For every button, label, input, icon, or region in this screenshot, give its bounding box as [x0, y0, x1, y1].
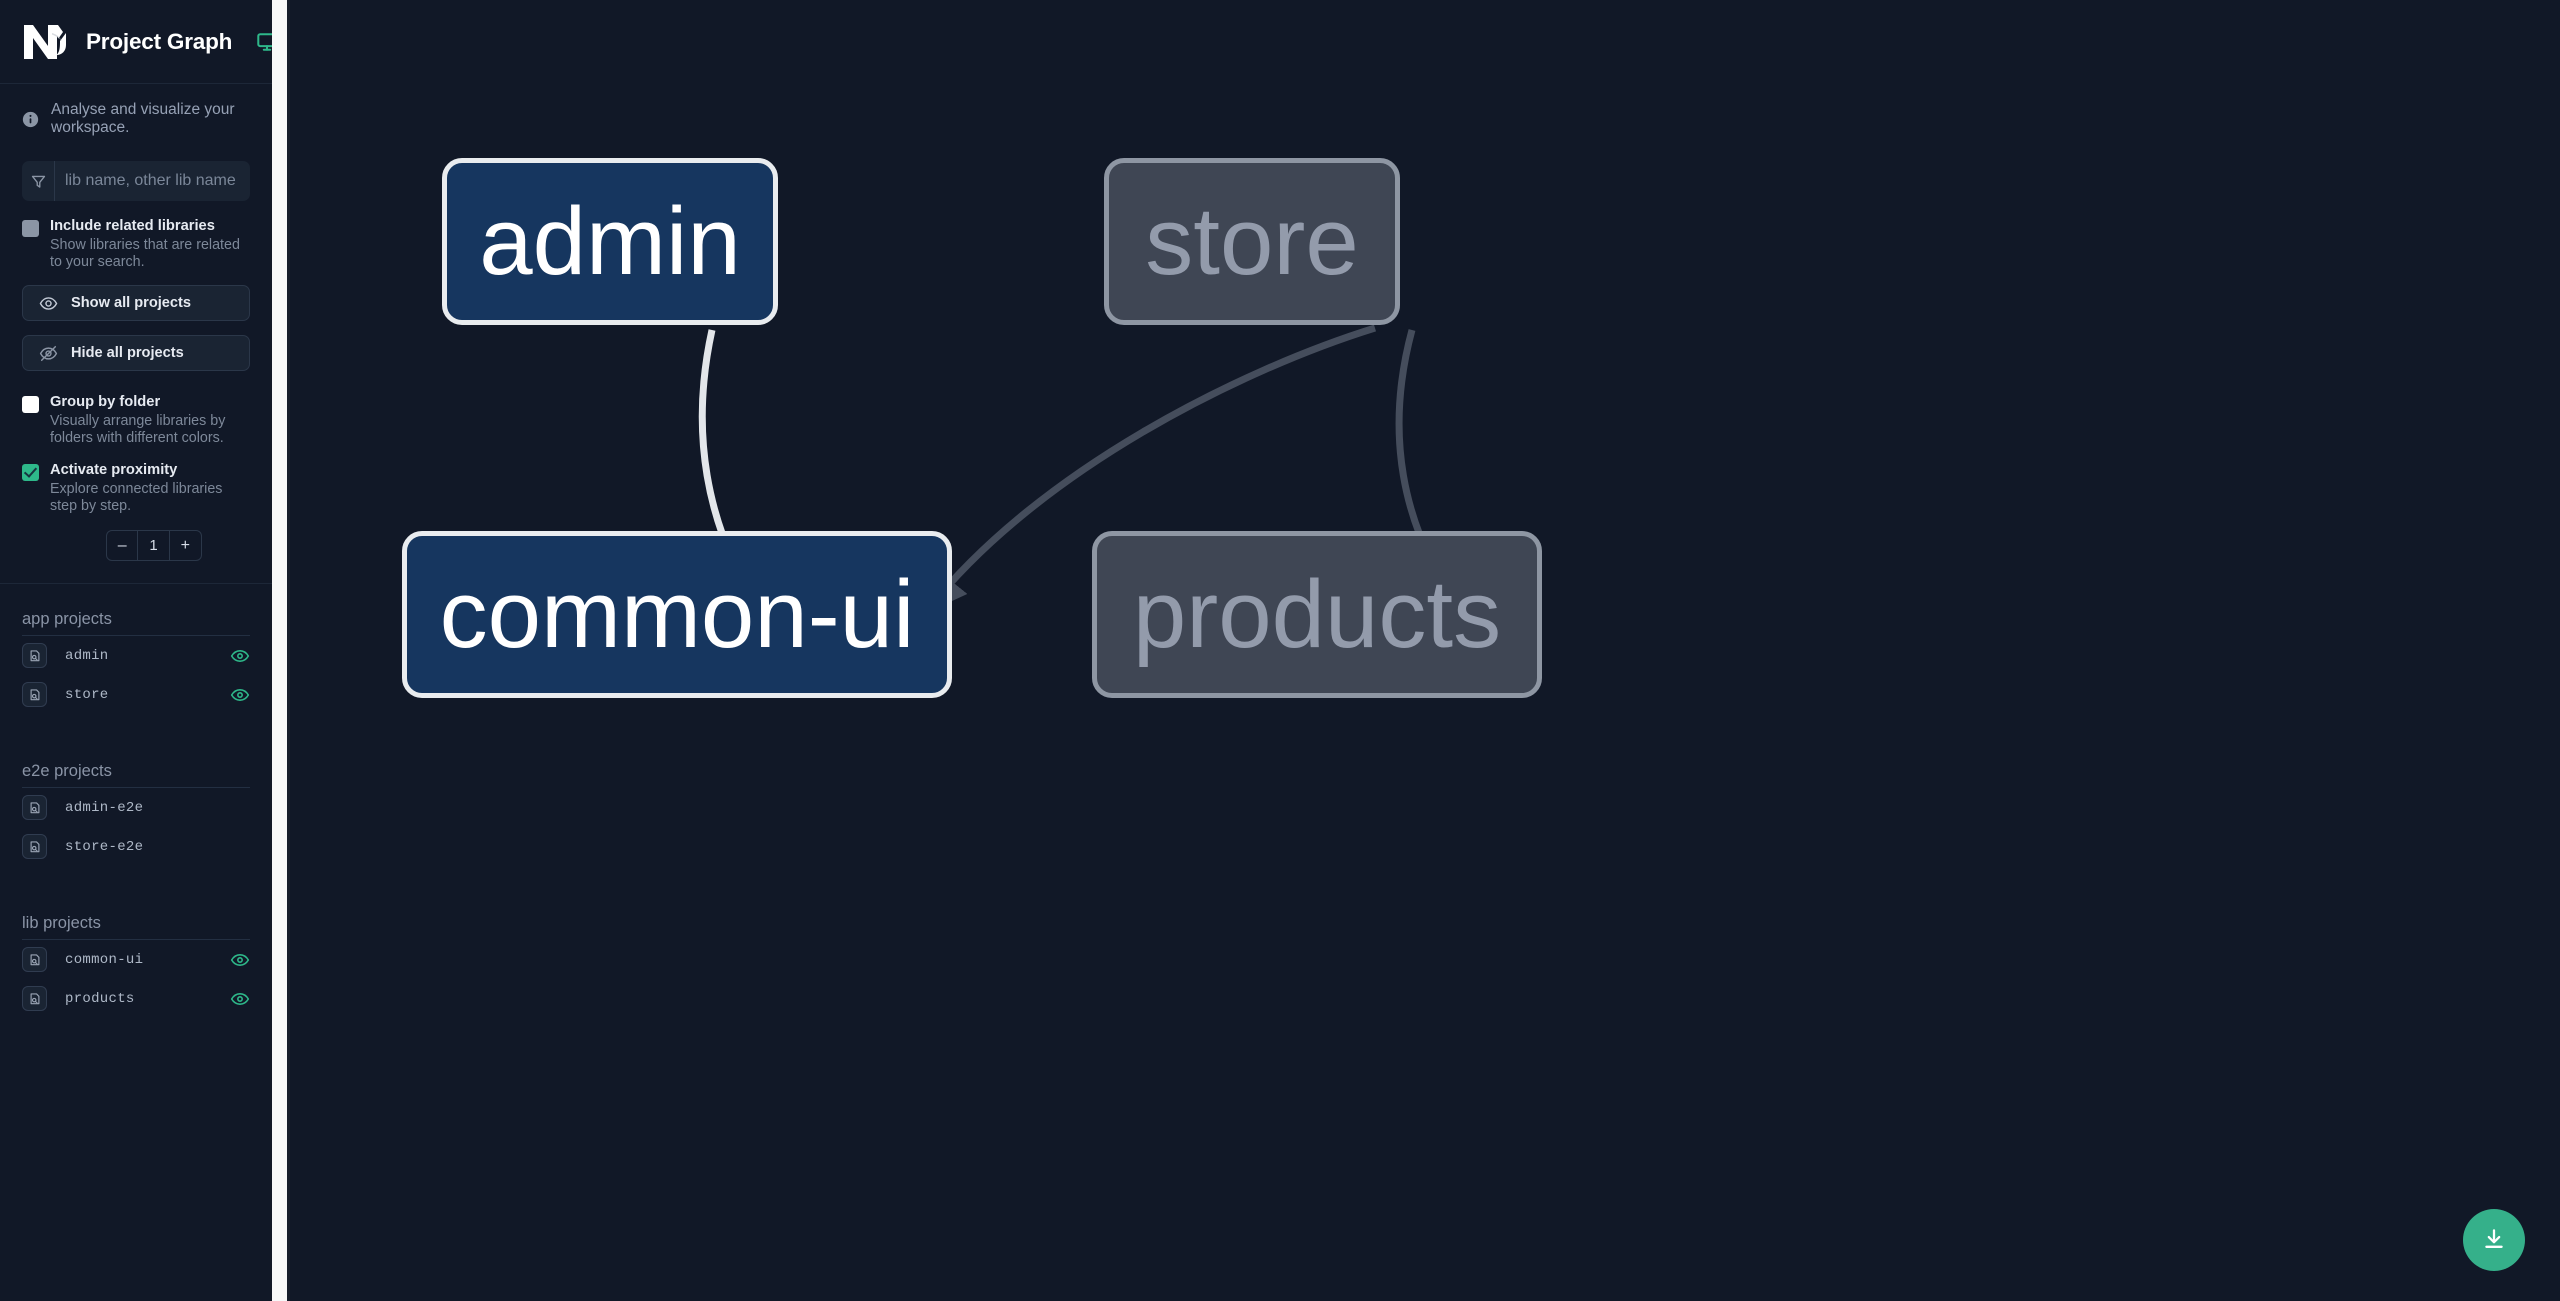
graph-node-label: products	[1132, 560, 1502, 668]
option-include-related-libraries[interactable]: Include related libraries Show libraries…	[0, 201, 272, 271]
proximity-decrement-button[interactable]: –	[107, 531, 139, 560]
option-description: Explore connected libraries step by step…	[50, 481, 223, 514]
group-title-lib-projects: lib projects	[22, 914, 101, 932]
sidebar: Project Graph Analyse and visualize your…	[0, 0, 272, 1301]
page-title: Project Graph	[86, 28, 233, 54]
hide-all-projects-button[interactable]: Hide all projects	[22, 335, 250, 371]
option-description: Show libraries that are related to your …	[50, 237, 240, 270]
info-icon	[22, 111, 39, 128]
search-field[interactable]	[22, 161, 250, 201]
group-rule	[22, 939, 250, 940]
eye-icon	[39, 294, 58, 313]
group-title-e2e-projects: e2e projects	[22, 762, 112, 780]
tagline-text: Analyse and visualize your workspace.	[51, 101, 235, 136]
graph-node-products[interactable]: products	[1092, 531, 1542, 698]
group-rule	[22, 787, 250, 788]
filter-funnel-icon	[22, 161, 55, 201]
project-name: store	[65, 686, 109, 703]
proximity-increment-button[interactable]: +	[180, 536, 190, 554]
project-name: common-ui	[65, 951, 144, 968]
download-icon	[2481, 1226, 2507, 1255]
proximity-value: 1	[138, 531, 170, 560]
monitor-icon[interactable]	[256, 31, 272, 53]
nx-logo-icon	[22, 21, 68, 63]
graph-node-admin[interactable]: admin	[442, 158, 778, 325]
project-row-store-e2e[interactable]: store-e2e	[0, 827, 272, 866]
option-activate-proximity[interactable]: Activate proximity Explore connected lib…	[0, 447, 272, 515]
project-row-store[interactable]: store	[0, 675, 272, 714]
project-row-common-ui[interactable]: common-ui	[0, 940, 272, 979]
sidebar-scrollbar[interactable]	[272, 0, 287, 1301]
activate-proximity-checkbox[interactable]	[22, 464, 39, 481]
nx-project-icon	[22, 947, 47, 972]
eye-icon-placeholder	[230, 798, 250, 818]
project-row-admin[interactable]: admin	[0, 636, 272, 675]
graph-node-label: store	[1145, 187, 1359, 295]
option-group-by-folder[interactable]: Group by folder Visually arrange librari…	[0, 371, 272, 447]
graph-node-label: admin	[479, 187, 741, 295]
group-spacer	[0, 866, 272, 888]
sidebar-header: Project Graph	[0, 0, 272, 84]
eye-icon[interactable]	[230, 950, 250, 970]
eye-icon-placeholder	[230, 837, 250, 857]
edge-store-to-common-ui	[924, 324, 1377, 614]
nx-project-icon	[22, 795, 47, 820]
project-row-products[interactable]: products	[0, 979, 272, 1018]
show-all-projects-label: Show all projects	[71, 295, 192, 311]
show-all-projects-button[interactable]: Show all projects	[22, 285, 250, 321]
project-name: products	[65, 990, 135, 1007]
option-label: Include related libraries	[50, 218, 215, 234]
group-title-app-projects: app projects	[22, 610, 112, 628]
hide-all-projects-label: Hide all projects	[71, 345, 184, 361]
search-input[interactable]	[55, 161, 250, 201]
nx-project-icon	[22, 986, 47, 1011]
tagline: Analyse and visualize your workspace.	[0, 84, 272, 151]
eye-off-icon	[39, 344, 58, 363]
group-by-folder-checkbox[interactable]	[22, 396, 39, 413]
option-label: Group by folder	[50, 394, 161, 410]
eye-icon[interactable]	[230, 646, 250, 666]
graph-node-label: common-ui	[439, 560, 915, 668]
group-spacer	[0, 714, 272, 736]
nx-project-icon	[22, 834, 47, 859]
group-rule	[22, 635, 250, 636]
option-description: Visually arrange libraries by folders wi…	[50, 413, 226, 446]
sidebar-edge	[287, 0, 290, 1301]
graph-canvas[interactable]: admin store common-ui products	[290, 0, 2560, 1301]
project-row-admin-e2e[interactable]: admin-e2e	[0, 788, 272, 827]
graph-node-common-ui[interactable]: common-ui	[402, 531, 952, 698]
graph-node-store[interactable]: store	[1104, 158, 1400, 325]
option-label: Activate proximity	[50, 462, 178, 478]
nx-project-icon	[22, 643, 47, 668]
project-name: admin	[65, 647, 109, 664]
proximity-stepper[interactable]: – 1 +	[106, 530, 202, 561]
project-name: store-e2e	[65, 838, 144, 855]
sidebar-divider	[0, 583, 272, 584]
include-related-libraries-checkbox[interactable]	[22, 220, 39, 237]
nx-project-icon	[22, 682, 47, 707]
download-button[interactable]	[2463, 1209, 2525, 1271]
eye-icon[interactable]	[230, 989, 250, 1009]
eye-icon[interactable]	[230, 685, 250, 705]
project-name: admin-e2e	[65, 799, 144, 816]
